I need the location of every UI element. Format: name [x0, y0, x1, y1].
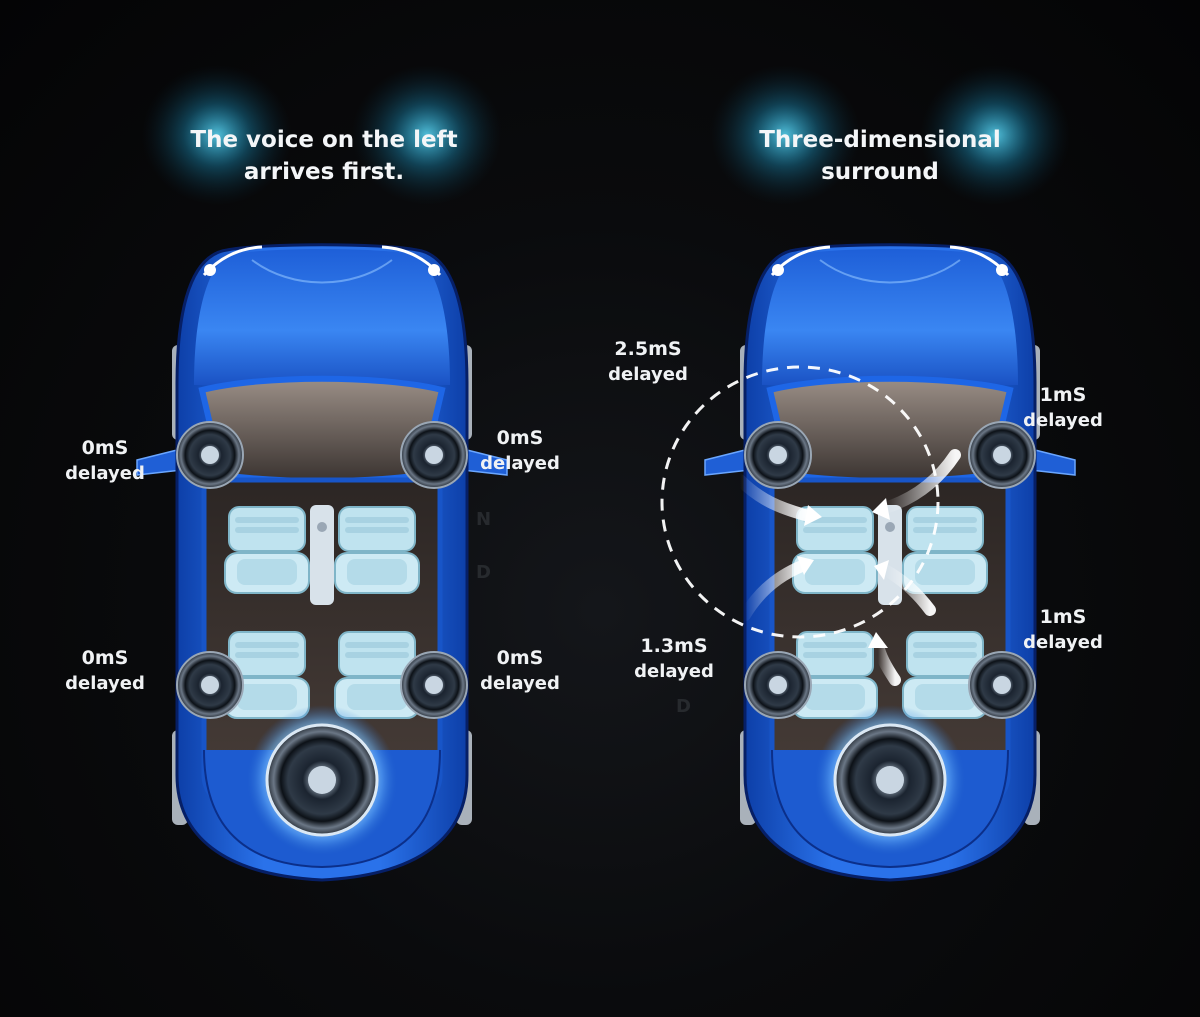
delay-value: 0 — [81, 437, 95, 459]
delay-value: 1.3 — [640, 635, 675, 657]
delay-unit: mS — [674, 635, 708, 657]
delay-text: delayed — [608, 364, 688, 385]
delay-label-1ms-rear: 1mS delayed — [998, 605, 1128, 655]
delay-value: 0 — [496, 647, 510, 669]
svg-text:D: D — [476, 562, 491, 583]
panel-right-title: Three-dimensional surround — [759, 127, 1001, 185]
delay-unit: mS — [648, 338, 682, 360]
delay-text: delayed — [634, 661, 714, 682]
surround-loop — [660, 365, 940, 639]
delay-label-1-3ms: 1.3mS delayed — [609, 634, 739, 684]
delay-unit: mS — [1052, 606, 1087, 628]
delay-value: 0 — [496, 427, 510, 449]
surround-arrows — [734, 449, 961, 686]
delay-text: delayed — [1023, 410, 1103, 431]
delay-value: 1 — [1039, 384, 1053, 406]
delay-text: delayed — [65, 673, 145, 694]
delay-text: delayed — [480, 673, 560, 694]
delay-unit: mS — [94, 647, 129, 669]
delay-text: delayed — [480, 453, 560, 474]
delay-value: 1 — [1039, 606, 1053, 628]
delay-label-rear-left: 0mS delayed — [40, 646, 170, 696]
delay-text: delayed — [65, 463, 145, 484]
delay-label-front-right: 0mS delayed — [455, 426, 585, 476]
delay-label-rear-right: 0mS delayed — [455, 646, 585, 696]
gear-shift-indicator: N D D — [476, 509, 691, 717]
delay-label-2-5ms: 2.5mS delayed — [583, 337, 713, 387]
delay-unit: mS — [509, 427, 544, 449]
delay-text: delayed — [1023, 632, 1103, 653]
delay-unit: mS — [94, 437, 129, 459]
svg-text:N: N — [476, 509, 491, 530]
delay-value: 2.5 — [614, 338, 649, 360]
delay-unit: mS — [509, 647, 544, 669]
delay-unit: mS — [1052, 384, 1087, 406]
delay-label-1ms-front: 1mS delayed — [998, 383, 1128, 433]
delay-value: 0 — [81, 647, 95, 669]
delay-label-front-left: 0mS delayed — [40, 436, 170, 486]
svg-text:D: D — [676, 696, 691, 717]
panel-left-title: The voice on the left arrives first. — [190, 127, 458, 185]
